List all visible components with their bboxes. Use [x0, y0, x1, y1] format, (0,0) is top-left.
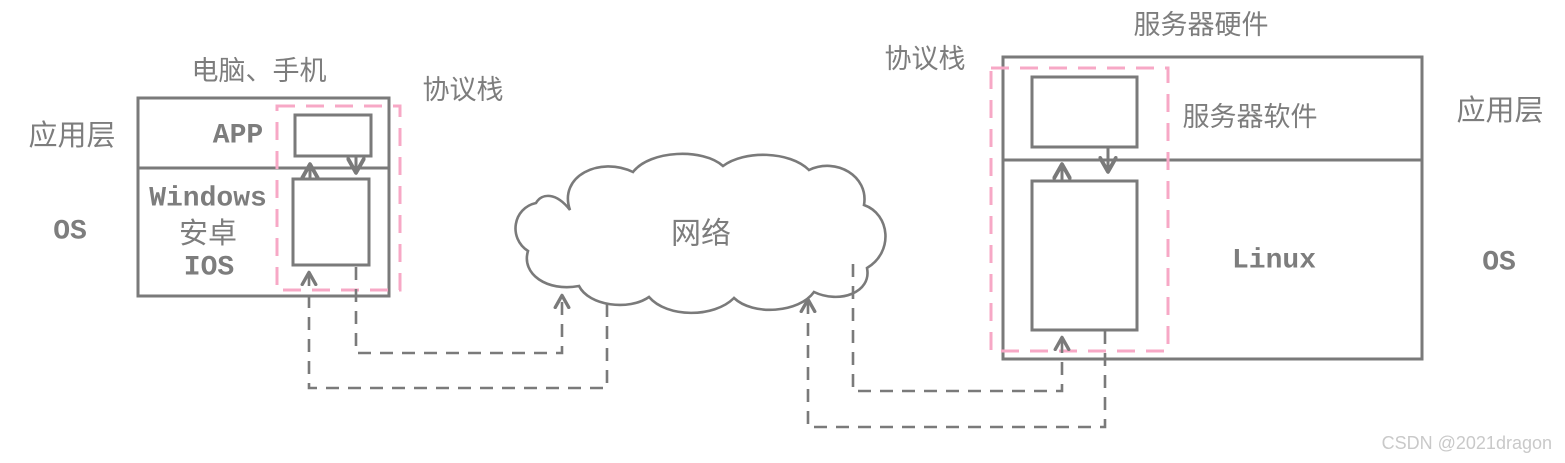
network-label: 网络	[671, 218, 731, 251]
server-os-name: Linux	[1232, 246, 1316, 277]
server-app-layer-label: 应用层	[1456, 94, 1543, 127]
network-routes	[309, 264, 1107, 429]
server-protocol-stack-outline	[989, 66, 1170, 353]
watermark: CSDN @2021dragon	[1382, 433, 1552, 453]
client-device-title: 电脑、手机	[192, 56, 327, 86]
server-title: 服务器硬件	[1134, 10, 1269, 40]
client-stack-box	[291, 177, 371, 267]
server-os-layer-label: OS	[1482, 248, 1516, 279]
server-box	[1001, 55, 1424, 361]
server: 服务器硬件 应用层 OS 服务器软件 Linux 协议栈	[885, 10, 1544, 361]
client-device: 电脑、手机 应用层 OS APP Windows 安卓 IOS 协议栈	[28, 56, 504, 298]
server-software-socket-box	[1030, 75, 1139, 149]
network-cloud: 网络	[514, 152, 887, 315]
client-device-box	[136, 96, 391, 298]
client-os-line-windows: Windows	[149, 184, 267, 215]
client-app-layer-label: 应用层	[28, 119, 115, 152]
client-os-line-android: 安卓	[179, 217, 237, 250]
server-send-route	[808, 301, 1107, 429]
server-protocol-stack-label: 协议栈	[885, 44, 966, 74]
client-protocol-stack-label: 协议栈	[423, 75, 504, 105]
client-protocol-stack-outline	[275, 104, 402, 292]
client-os-layer-label: OS	[53, 217, 87, 248]
client-send-route	[354, 267, 562, 355]
client-os-line-ios: IOS	[184, 253, 234, 284]
client-receive-route	[309, 274, 609, 390]
server-stack-box	[1030, 179, 1139, 332]
server-software-label: 服务器软件	[1183, 102, 1318, 132]
cloud-shape	[514, 152, 887, 315]
client-app-socket-box	[293, 113, 373, 158]
client-app-text: APP	[213, 121, 263, 152]
server-receive-route	[851, 264, 1062, 393]
